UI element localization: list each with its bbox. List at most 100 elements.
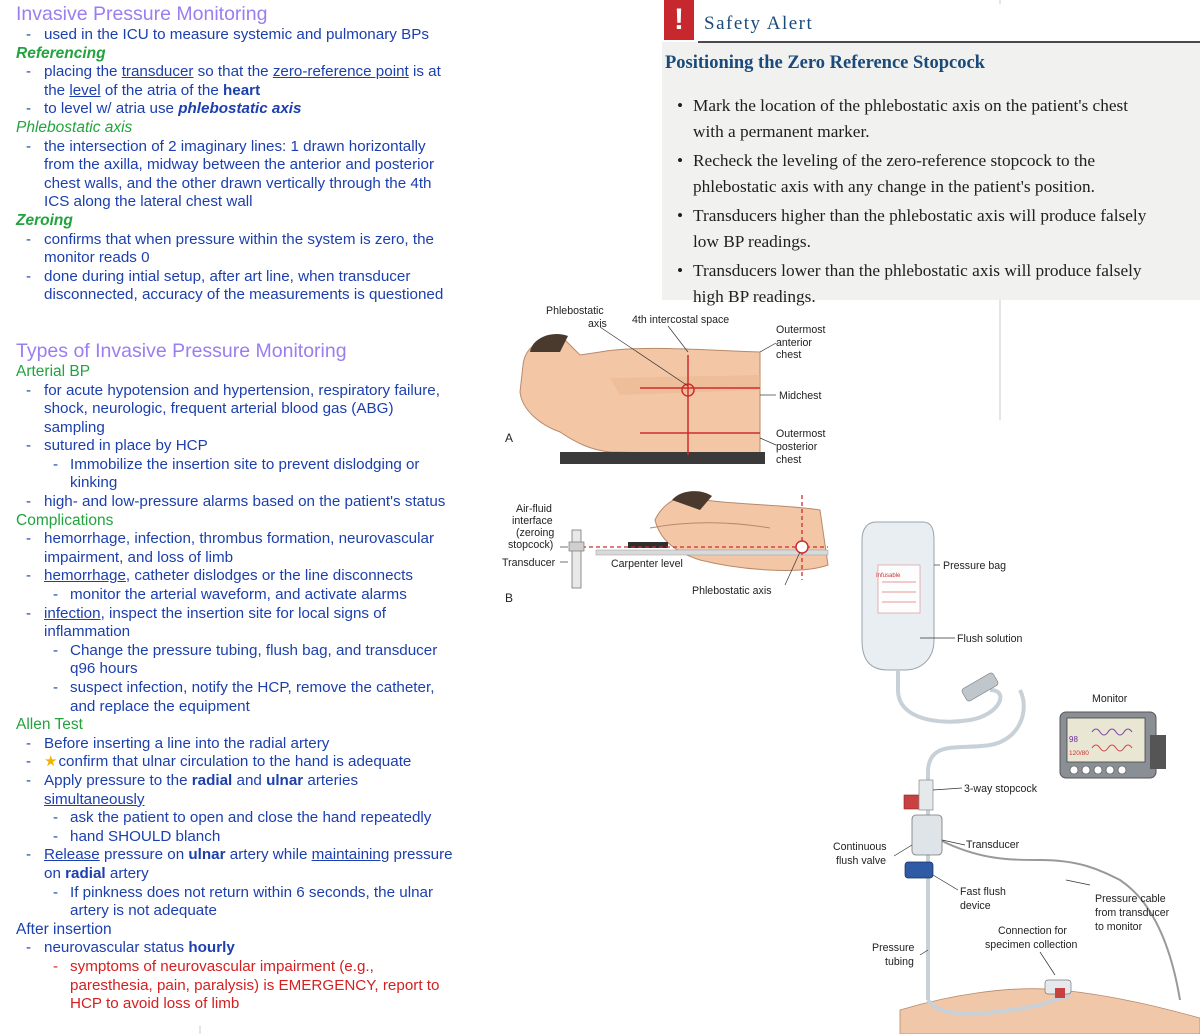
- label-transducer-b: Transducer: [502, 557, 556, 569]
- alert-item: Mark the location of the phlebostatic ax…: [676, 93, 1196, 145]
- star-icon: ★: [44, 753, 58, 771]
- note-line: sampling: [44, 418, 105, 436]
- note-line: hemorrhage, catheter dislodges or the li…: [16, 567, 496, 586]
- note-line: Change the pressure tubing, flush bag, a…: [16, 642, 496, 661]
- note-line: hand SHOULD blanch: [16, 828, 496, 847]
- label-phlebostatic-axis-a-2: axis: [588, 318, 607, 330]
- note-line: inflammation: [44, 623, 131, 641]
- patient-figure-a: [519, 325, 777, 464]
- note-line: confirms that when pressure within the s…: [16, 231, 496, 250]
- section-heading: Phlebostatic axis: [16, 118, 133, 136]
- note-line: ★confirm that ulnar circulation to the h…: [16, 753, 496, 772]
- label-outermost-posterior-2: posterior: [776, 441, 818, 453]
- label-midchest: Midchest: [779, 390, 821, 402]
- note-line: to level w/ atria use phlebostatic axis: [16, 100, 496, 119]
- note-line: sutured in place by HCP: [16, 437, 496, 456]
- label-connection-2: specimen collection: [985, 939, 1078, 951]
- section-heading: Zeroing: [16, 211, 73, 229]
- label-phlebostatic-axis-b: Phlebostatic axis: [692, 585, 772, 597]
- note-line: kinking: [70, 474, 118, 492]
- label-fast-flush: Fast flush: [960, 886, 1006, 898]
- notes-column: Invasive Pressure Monitoring used in the…: [16, 2, 496, 1014]
- note-line-alert: symptoms of neurovascular impairment (e.…: [16, 958, 496, 977]
- note-line: simultaneously: [44, 790, 145, 808]
- bag-brand-label: Infusable: [876, 573, 901, 579]
- warning-icon: !: [664, 0, 694, 40]
- section-heading: After insertion: [16, 920, 112, 938]
- figure-label-a: A: [505, 431, 513, 445]
- label-fast-flush-2: device: [960, 900, 991, 912]
- label-outermost-posterior-3: chest: [776, 454, 801, 466]
- label-transducer: Transducer: [966, 839, 1020, 851]
- label-phlebostatic-axis-a: Phlebostatic: [546, 305, 604, 317]
- label-outermost-anterior-2: anterior: [776, 337, 812, 349]
- monitor-value-2: 120/80: [1069, 750, 1089, 757]
- label-pressure-bag: Pressure bag: [943, 560, 1006, 572]
- note-line: artery is not adequate: [70, 902, 217, 920]
- label-connection: Connection for: [998, 925, 1067, 937]
- section-title: Types of Invasive Pressure Monitoring: [16, 339, 347, 362]
- note-line: monitor the arterial waveform, and activ…: [16, 586, 496, 605]
- note-line: Release pressure on ulnar artery while m…: [16, 846, 496, 865]
- note-line: infection, inspect the insertion site fo…: [16, 605, 496, 624]
- alert-header: ! Safety Alert: [662, 0, 1200, 43]
- safety-alert-box: ! Safety Alert Positioning the Zero Refe…: [662, 0, 1200, 306]
- note-line: on radial artery: [44, 864, 149, 882]
- note-line: disconnected, accuracy of the measuremen…: [44, 286, 444, 304]
- note-line: placing the transducer so that the zero-…: [16, 63, 496, 82]
- label-air-fluid: Air-fluid: [516, 503, 552, 515]
- label-pressure-tubing-2: tubing: [885, 956, 914, 968]
- note-line-alert: paresthesia, pain, paralysis) is EMERGEN…: [70, 976, 440, 994]
- note-line: high- and low-pressure alarms based on t…: [16, 493, 496, 512]
- note-line: done during intial setup, after art line…: [16, 268, 496, 287]
- note-line: neurovascular status hourly: [16, 939, 496, 958]
- label-pressure-tubing: Pressure: [872, 942, 914, 954]
- label-pressure-cable: Pressure cable: [1095, 893, 1166, 905]
- label-continuous-flush: Continuous: [833, 841, 887, 853]
- label-outermost-anterior: Outermost: [776, 324, 826, 336]
- figure-label-b: B: [505, 591, 513, 605]
- alert-item: Transducers lower than the phlebostatic …: [676, 258, 1196, 310]
- label-pressure-cable-2: from transducer: [1095, 907, 1170, 919]
- alert-divider: [698, 41, 1200, 43]
- note-line: If pinkness does not return within 6 sec…: [16, 884, 496, 903]
- label-outermost-posterior: Outermost: [776, 428, 826, 440]
- label-flush-solution: Flush solution: [957, 633, 1022, 645]
- section-heading: Arterial BP: [16, 362, 91, 380]
- note-line: hemorrhage, infection, thrombus formatio…: [16, 530, 496, 549]
- label-air-fluid-2: interface: [512, 515, 553, 527]
- note-line: used in the ICU to measure systemic and …: [16, 26, 496, 45]
- label-continuous-flush-2: flush valve: [836, 855, 886, 867]
- patient-figure-b: [560, 491, 829, 589]
- note-line: chest walls, and the other drawn vertica…: [44, 174, 432, 192]
- section-heading: Allen Test: [16, 716, 83, 734]
- note-line: impairment, and loss of limb: [44, 548, 234, 566]
- note-line: the level of the atria of the heart: [44, 81, 261, 99]
- note-line: q96 hours: [70, 660, 138, 678]
- label-carpenter-level: Carpenter level: [611, 558, 683, 570]
- note-line: for acute hypotension and hypertension, …: [16, 382, 496, 401]
- page-title: Invasive Pressure Monitoring: [16, 3, 268, 25]
- alert-subtitle: Positioning the Zero Reference Stopcock: [665, 53, 985, 73]
- note-line: the intersection of 2 imaginary lines: 1…: [16, 138, 496, 157]
- label-4th-ics: 4th intercostal space: [632, 314, 729, 326]
- label-air-fluid-3: (zeroing: [516, 527, 554, 539]
- alert-title: Safety Alert: [704, 13, 814, 34]
- note-line: and replace the equipment: [70, 697, 250, 715]
- note-line-alert: HCP to avoid loss of limb: [70, 995, 240, 1013]
- note-line: from the axilla, midway between the ante…: [44, 156, 435, 174]
- label-3-way-stopcock: 3-way stopcock: [964, 783, 1038, 795]
- label-pressure-cable-3: to monitor: [1095, 921, 1143, 933]
- alert-list: Mark the location of the phlebostatic ax…: [676, 93, 1196, 311]
- note-line: monitor reads 0: [44, 249, 150, 267]
- note-line: Before inserting a line into the radial …: [16, 735, 496, 754]
- label-monitor: Monitor: [1092, 693, 1128, 705]
- section-heading: Referencing: [16, 44, 106, 62]
- note-line: ICS along the lateral chest wall: [44, 193, 253, 211]
- alert-item: Recheck the leveling of the zero-referen…: [676, 148, 1196, 200]
- pressure-setup-figure: [861, 521, 1200, 1034]
- label-air-fluid-4: stopcock): [508, 539, 553, 551]
- monitor-value-1: 98: [1069, 735, 1078, 744]
- note-line: Immobilize the insertion site to prevent…: [16, 456, 496, 475]
- label-outermost-anterior-3: chest: [776, 349, 801, 361]
